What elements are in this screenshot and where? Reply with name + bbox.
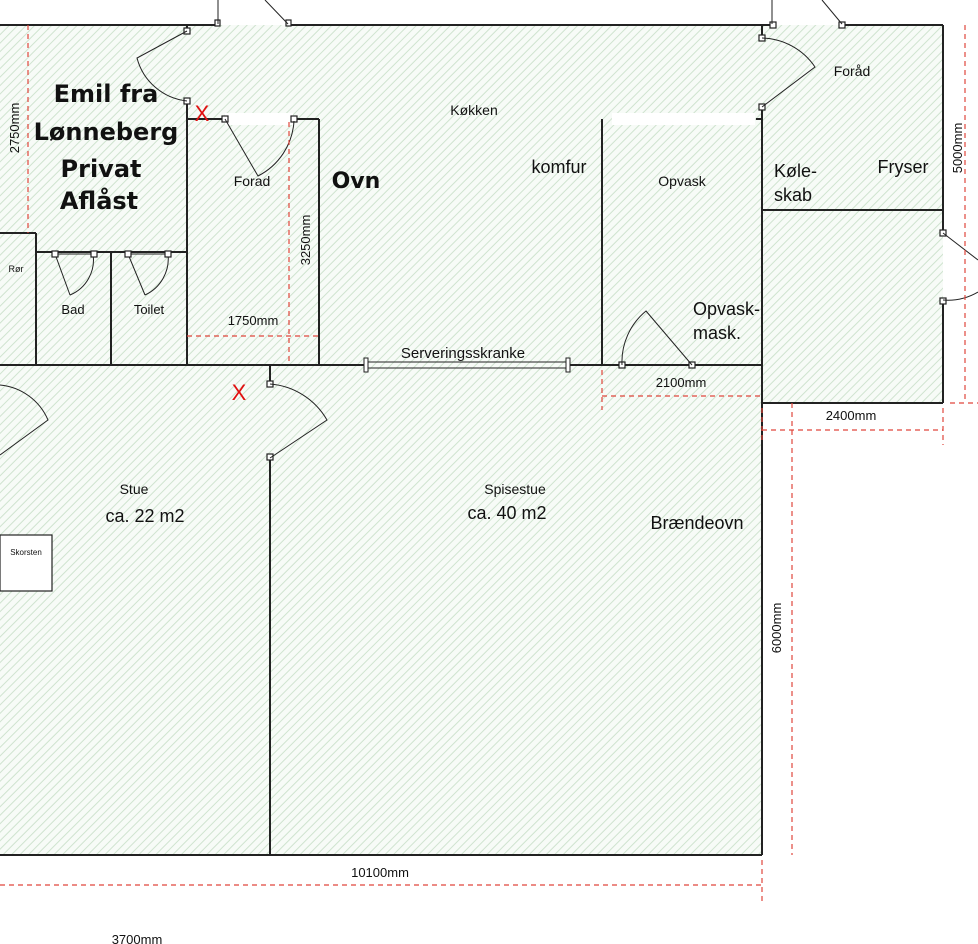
dim-label-3700: 3700mm	[112, 932, 163, 944]
dim-label-2100: 2100mm	[656, 375, 707, 390]
room-label-forad-right: Foråd	[834, 63, 871, 79]
room-label-forad-left: Forad	[234, 173, 271, 189]
dim-label-5000: 5000mm	[950, 123, 965, 174]
room-label-ror: Rør	[9, 264, 24, 274]
room-label-spisestue: Spisestue	[484, 481, 546, 497]
dim-label-10100: 10100mm	[351, 865, 409, 880]
room-area-spisestue: ca. 40 m2	[467, 503, 546, 523]
room-label-bad: Bad	[61, 302, 84, 317]
annotation-koleskab-line2: skab	[774, 185, 812, 205]
walls	[0, 24, 944, 856]
annotation-ovn: Ovn	[332, 169, 381, 194]
x-mark-top: X	[195, 101, 210, 126]
annotation-emil-line4: Aflåst	[60, 186, 138, 215]
annotation-opvaskmask-line1: Opvask-	[693, 299, 760, 319]
chimney-box	[0, 534, 53, 592]
room-label-stue: Stue	[120, 481, 149, 497]
dim-label-2750: 2750mm	[7, 103, 22, 154]
annotation-emil-line3: Privat	[61, 155, 142, 183]
floor-fill	[0, 25, 943, 855]
room-area-stue: ca. 22 m2	[105, 506, 184, 526]
dim-label-6000: 6000mm	[769, 603, 784, 654]
serving-counter	[363, 357, 571, 373]
annotation-komfur: komfur	[531, 157, 586, 177]
annotation-koleskab-line1: Køle-	[774, 161, 817, 181]
room-label-toilet: Toilet	[134, 302, 165, 317]
annotation-fryser: Fryser	[878, 157, 929, 177]
dimension-lines	[0, 25, 978, 905]
annotation-emil-line2: Lønneberg	[34, 118, 179, 146]
dim-label-3250: 3250mm	[298, 215, 313, 266]
label-skorsten: Skorsten	[10, 548, 42, 557]
dim-label-1750: 1750mm	[228, 313, 279, 328]
annotation-serveringsskranke: Serveringsskranke	[401, 345, 525, 362]
room-label-opvask: Opvask	[658, 173, 706, 189]
annotation-braendeovn: Brændeovn	[650, 513, 743, 533]
x-mark-bottom: X	[232, 380, 247, 405]
annotation-emil-line1: Emil fra	[54, 80, 159, 108]
dim-label-2400: 2400mm	[826, 408, 877, 423]
room-label-kokken: Køkken	[450, 102, 497, 118]
annotation-opvaskmask-line2: mask.	[693, 323, 741, 343]
doors	[0, 0, 978, 461]
